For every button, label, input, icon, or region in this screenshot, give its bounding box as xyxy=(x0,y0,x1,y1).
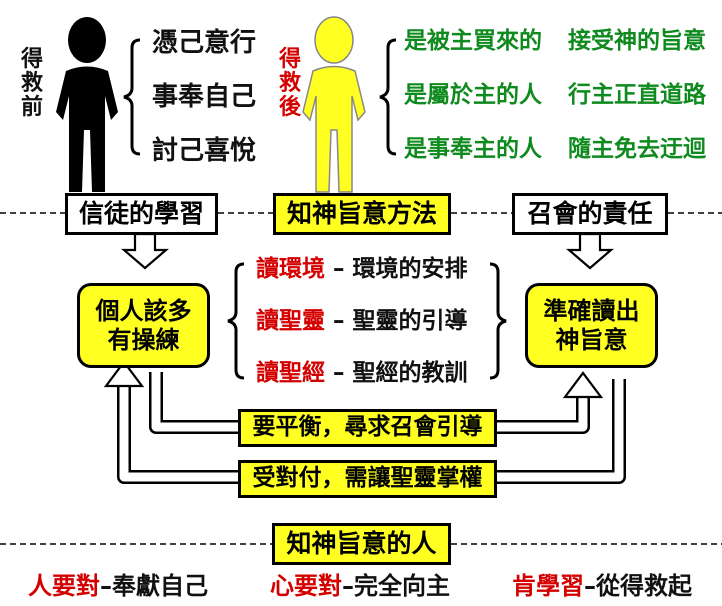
dash: – xyxy=(325,360,353,386)
bottom-item: 心要對–完全向主 xyxy=(270,574,450,598)
dash: – xyxy=(342,572,354,600)
bottom-desc: 奉獻自己 xyxy=(112,572,208,600)
method-desc: 聖靈的引導 xyxy=(352,308,468,334)
bottom-item: 肯學習–從得救起 xyxy=(512,574,692,598)
brackets xyxy=(123,38,507,380)
down-arrow-right xyxy=(566,232,614,270)
before-salvation-label: 得救前 xyxy=(20,47,43,120)
after-item: 接受神的旨意 xyxy=(568,28,706,54)
after-item: 行主正直道路 xyxy=(568,82,706,108)
black-person-icon xyxy=(56,17,118,192)
method-desc: 環境的安排 xyxy=(352,256,468,282)
submit-bar: 受對付，需讓聖靈掌權 xyxy=(238,460,497,498)
bottom-key: 人要對 xyxy=(28,572,100,600)
discern-box: 準確讀出神旨意 xyxy=(525,283,658,368)
method-key: 讀環境 xyxy=(256,256,325,282)
dash: – xyxy=(100,572,112,600)
after-item: 是事奉主的人 xyxy=(404,136,542,162)
bottom-key: 心要對 xyxy=(270,572,342,600)
down-arrows xyxy=(121,232,614,270)
bottom-desc: 從得救起 xyxy=(596,572,692,600)
after-salvation-label: 得救後 xyxy=(278,47,301,120)
after-item: 是被主買來的 xyxy=(404,28,542,54)
church-header: 召會的責任 xyxy=(512,193,668,235)
before-item: 事奉自己 xyxy=(152,82,257,112)
dash: – xyxy=(325,256,353,282)
dashed-separators xyxy=(0,212,722,545)
method-header: 知神旨意方法 xyxy=(273,193,451,235)
before-item: 討己喜悅 xyxy=(152,136,257,166)
bottom-key: 肯學習 xyxy=(512,572,584,600)
method-key: 讀聖靈 xyxy=(256,308,325,334)
method-row: 讀環境 – 環境的安排 xyxy=(256,258,468,281)
down-arrow-left xyxy=(121,232,169,270)
after-item: 是屬於主的人 xyxy=(404,82,542,108)
dash: – xyxy=(584,572,596,600)
bottom-item: 人要對–奉獻自己 xyxy=(28,574,208,598)
learning-header: 信徒的學習 xyxy=(65,193,218,235)
practice-box: 個人該多有操練 xyxy=(77,283,210,368)
bottom-title: 知神旨意的人 xyxy=(272,523,451,565)
before-item: 憑己意行 xyxy=(152,28,257,58)
after-item: 隨主免去迂迴 xyxy=(568,136,706,162)
method-key: 讀聖經 xyxy=(256,360,325,386)
yellow-person-icon xyxy=(302,16,366,193)
method-desc: 聖經的教訓 xyxy=(352,360,468,386)
dash: – xyxy=(325,308,353,334)
method-row: 讀聖靈 – 聖靈的引導 xyxy=(256,310,468,333)
method-row: 讀聖經 – 聖經的教訓 xyxy=(256,362,468,385)
balance-bar: 要平衡，尋求召會引導 xyxy=(238,409,497,447)
bottom-desc: 完全向主 xyxy=(354,572,450,600)
